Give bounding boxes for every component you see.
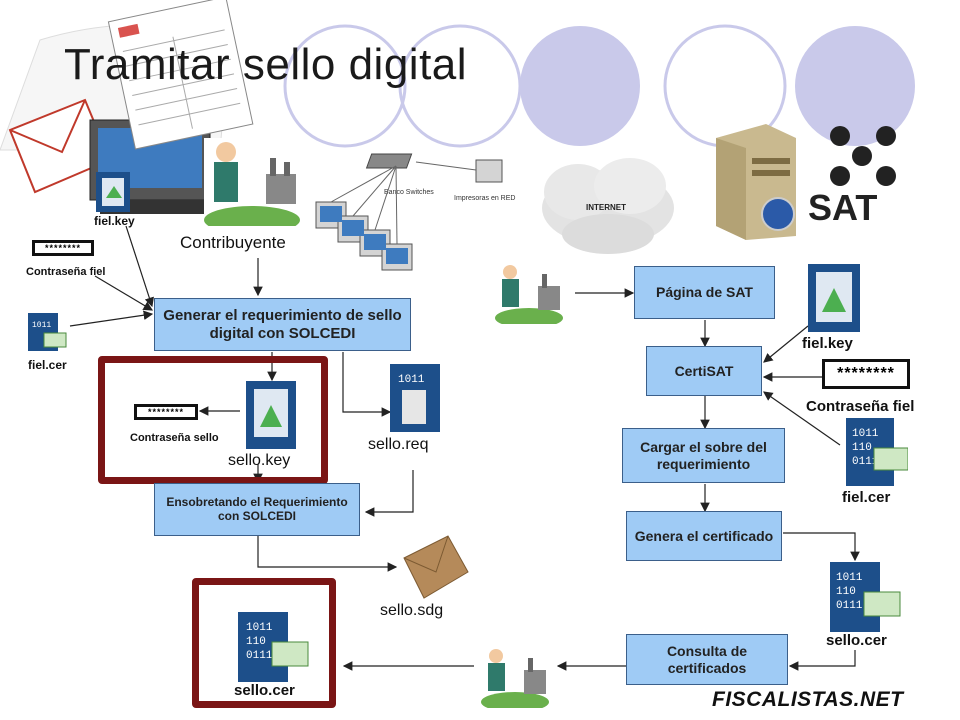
document-collage-illustration bbox=[8, 0, 254, 214]
sello-key-label: sello.key bbox=[228, 452, 291, 469]
network-printer-label: Impresoras en RED bbox=[454, 195, 515, 202]
contrasena-sello-label: Contraseña sello bbox=[130, 432, 219, 444]
ensobretando-box: Ensobretando el Requerimiento con SOLCED… bbox=[154, 483, 360, 536]
fiel-cer-label-right: fiel.cer bbox=[842, 489, 891, 506]
password-box-sello: ******** bbox=[134, 404, 198, 420]
fiel-cer-label-left: fiel.cer bbox=[28, 358, 67, 372]
svg-text:110: 110 bbox=[246, 636, 266, 648]
consulta-certificados-box: Consulta de certificados bbox=[626, 634, 788, 685]
internet-label: INTERNET bbox=[586, 203, 626, 212]
svg-text:0111: 0111 bbox=[246, 650, 273, 662]
internet-cloud-icon: INTERNET bbox=[542, 158, 674, 254]
decor-circle bbox=[795, 26, 915, 146]
sello-req-label: sello.req bbox=[368, 436, 429, 453]
svg-text:1011: 1011 bbox=[852, 428, 879, 440]
sello-req-file-icon: 1011 bbox=[390, 364, 440, 432]
sello-cer-label-right: sello.cer bbox=[826, 632, 887, 649]
contribuyente-person-icon bbox=[204, 138, 300, 226]
decor-circle bbox=[283, 24, 407, 148]
svg-text:0111: 0111 bbox=[852, 456, 879, 468]
slide-title: Tramitar sello digital bbox=[64, 40, 468, 89]
certisat-box: CertiSAT bbox=[646, 346, 762, 396]
sat-logo: SAT bbox=[806, 122, 918, 228]
fiel-key-label-right: fiel.key bbox=[802, 335, 853, 352]
contribuyente-small-person-icon bbox=[495, 265, 563, 324]
fiel-key-label-left: fiel.key bbox=[94, 214, 135, 228]
fiel-key-file-icon-right bbox=[808, 264, 860, 332]
fiel-cer-file-icon-right: 1011 110 0111 bbox=[846, 418, 908, 486]
envelope-icon bbox=[8, 98, 112, 194]
sat-logo-text: SAT bbox=[808, 187, 877, 226]
fiel-cer-file-icon: 1011 bbox=[28, 313, 67, 351]
network-illustration: Banco Switches Impresoras en RED bbox=[315, 153, 515, 271]
password-box-fiel-right: ******** bbox=[822, 359, 910, 389]
contrasena-fiel-label-right: Contraseña fiel bbox=[806, 398, 915, 415]
sello-sdg-envelope-icon bbox=[403, 535, 469, 599]
network-switch-label: Banco Switches bbox=[384, 189, 434, 196]
server-icon bbox=[716, 124, 796, 240]
pagina-sat-box: Página de SAT bbox=[634, 266, 775, 319]
generar-requerimiento-box: Generar el requerimiento de sello digita… bbox=[154, 298, 411, 351]
sello-cer-result-label: sello.cer bbox=[234, 682, 295, 699]
password-box-fiel-left: ******** bbox=[32, 240, 94, 256]
contrasena-fiel-label-left: Contraseña fiel bbox=[26, 266, 106, 278]
svg-text:1011: 1011 bbox=[32, 321, 51, 330]
svg-text:1011: 1011 bbox=[398, 374, 425, 386]
svg-text:1011: 1011 bbox=[836, 572, 863, 584]
decor-circle bbox=[520, 26, 640, 146]
svg-text:110: 110 bbox=[852, 442, 872, 454]
svg-text:110: 110 bbox=[836, 586, 856, 598]
sello-sdg-label: sello.sdg bbox=[380, 602, 444, 619]
paper-form-icon bbox=[107, 0, 254, 150]
sello-cer-file-icon-right: 1011 110 0111 bbox=[830, 562, 901, 632]
svg-text:0111: 0111 bbox=[836, 600, 863, 612]
cargar-sobre-box: Cargar el sobre del requerimiento bbox=[622, 428, 785, 483]
fiel-key-file-icon bbox=[96, 172, 130, 212]
contribuyente-bottom-person-icon bbox=[481, 649, 549, 708]
footer-brand: FISCALISTAS.NET bbox=[712, 688, 904, 711]
genera-certificado-box: Genera el certificado bbox=[626, 511, 782, 561]
svg-text:1011: 1011 bbox=[246, 622, 273, 634]
sello-key-file-icon bbox=[246, 381, 296, 449]
contribuyente-label: Contribuyente bbox=[180, 233, 286, 252]
sello-cer-result-file-icon: 1011 110 0111 bbox=[238, 612, 309, 682]
sello-key-highlight-frame bbox=[98, 356, 328, 484]
sello-cer-result-frame bbox=[192, 578, 336, 708]
